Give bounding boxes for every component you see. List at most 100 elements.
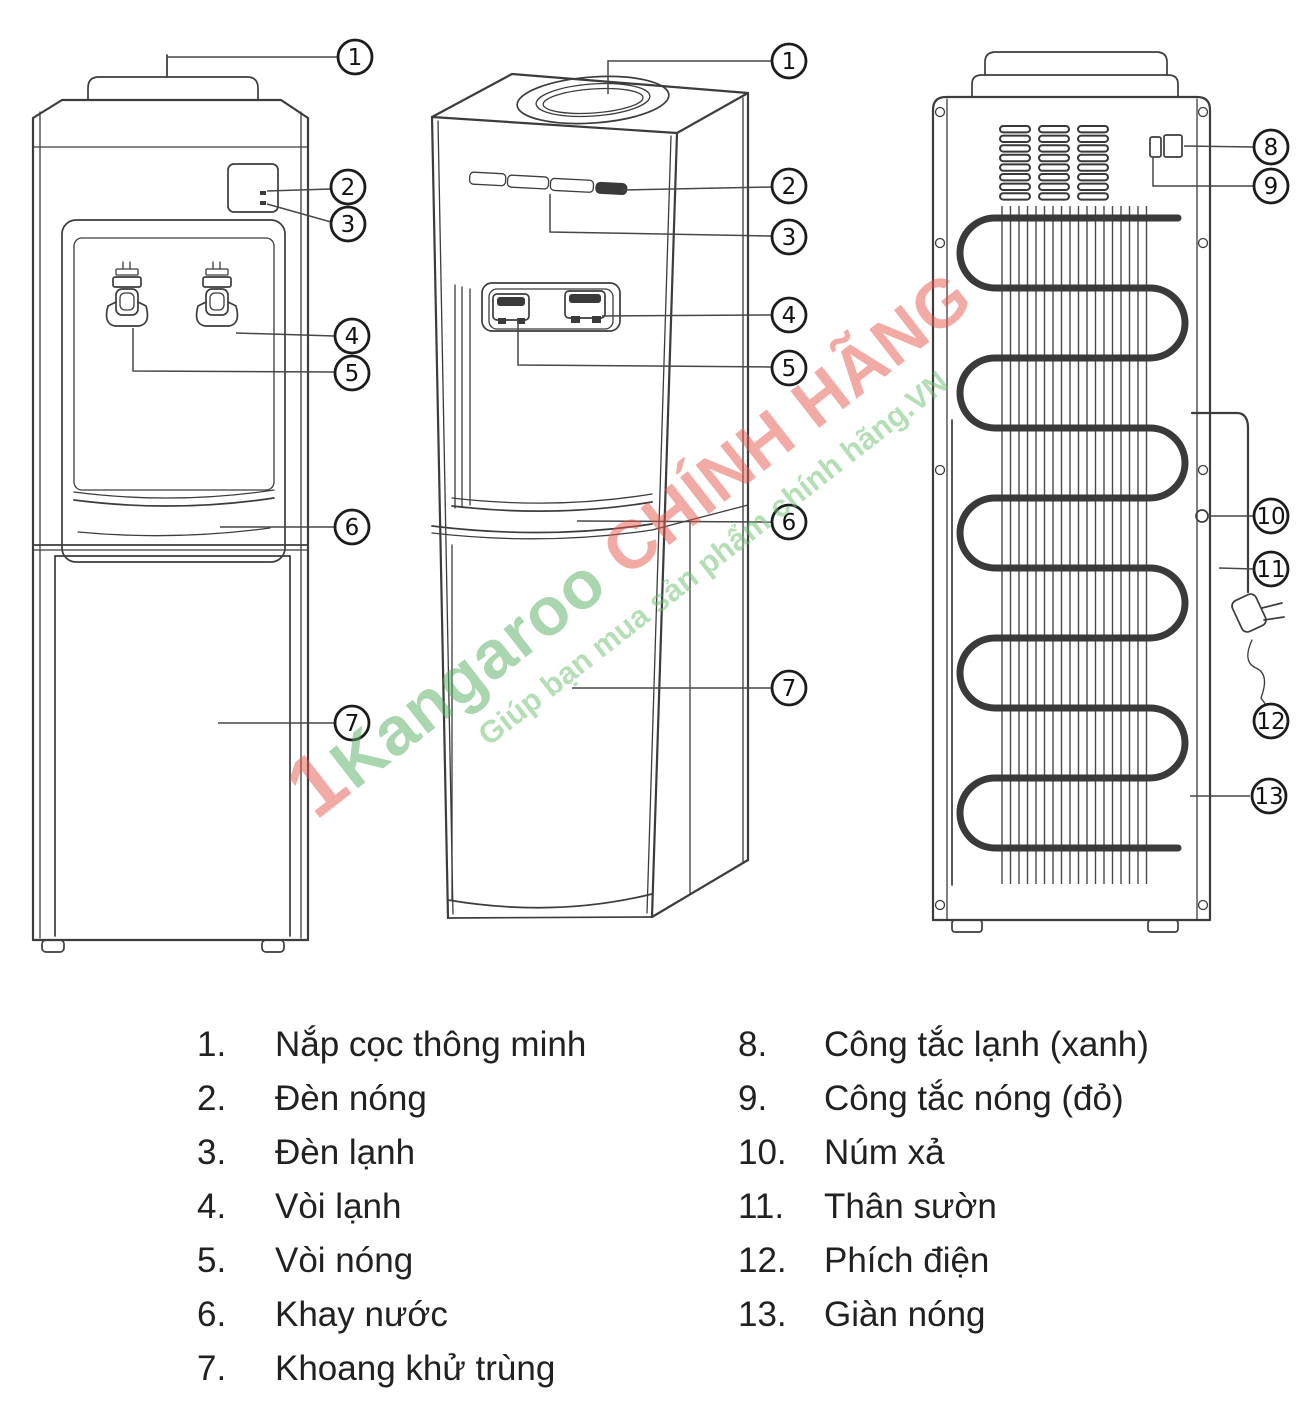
vent-slat	[1038, 144, 1070, 153]
legend-item: 4.Vòi lạnh	[197, 1180, 586, 1234]
cabinet-door-perspective[interactable]	[447, 544, 653, 909]
svg-text:7: 7	[345, 711, 360, 737]
callout-front-1: 1	[336, 38, 374, 76]
hot-lamp-icon	[260, 191, 266, 195]
vent-slat	[1077, 144, 1109, 153]
legend-col-right: 8.Công tắc lạnh (xanh)9.Công tắc nóng (đ…	[738, 1018, 1149, 1342]
vent-slat	[1077, 125, 1109, 134]
niche-inner	[73, 237, 275, 491]
callout-front-5: 5	[333, 354, 371, 392]
callout-middle-3: 3	[770, 218, 808, 256]
legend-item: 13.Giàn nóng	[738, 1288, 1149, 1342]
callout-front-4: 4	[333, 317, 371, 355]
vent-slat	[999, 192, 1031, 201]
vent-slat	[1077, 192, 1109, 201]
cold-tap-top[interactable]	[564, 290, 606, 323]
legend-number: 13.	[738, 1295, 787, 1334]
perspective-view	[430, 72, 750, 920]
top-face	[430, 72, 750, 135]
legend-item: 12. Phích điện	[738, 1234, 1149, 1288]
back-panel	[931, 95, 1212, 922]
front-view	[31, 54, 310, 953]
drain-knob[interactable]	[1195, 509, 1209, 523]
cold-tap[interactable]	[195, 261, 239, 327]
cold-switch[interactable]	[1149, 136, 1162, 158]
legend-item: 7.Khoang khử trùng	[197, 1342, 586, 1396]
svg-text:1: 1	[348, 45, 363, 71]
legend-number: 5.	[197, 1241, 227, 1280]
panel-frame	[227, 163, 279, 213]
legend-label: Khoang khử trùng	[275, 1349, 556, 1388]
legend-label: Đèn nóng	[275, 1079, 427, 1118]
callout-middle-6: 6	[770, 503, 808, 541]
legend-label: Vòi nóng	[275, 1241, 414, 1280]
svg-text:4: 4	[782, 303, 797, 329]
front-foot-left	[41, 939, 65, 953]
svg-text:2: 2	[782, 174, 797, 200]
callout-front-7: 7	[333, 704, 371, 742]
niche-outer	[61, 219, 286, 563]
dispenser-diagram: 1 2 3 4 5 6 7 1 2 3 4 5 6 7 8 9 10 11 12…	[31, 38, 1290, 953]
svg-text:11: 11	[1256, 557, 1285, 583]
cabinet-door[interactable]	[54, 555, 291, 937]
legend-number: 12.	[738, 1241, 787, 1280]
callout-middle-5: 5	[770, 349, 808, 387]
hot-switch[interactable]	[1163, 134, 1183, 158]
vent-slat	[1077, 153, 1109, 163]
drip-tray	[73, 489, 275, 537]
hot-tap-top[interactable]	[492, 293, 530, 324]
legend-label: Phích điện	[824, 1241, 990, 1280]
legend-label: Đèn lạnh	[275, 1133, 416, 1172]
svg-text:12: 12	[1256, 709, 1285, 735]
vent-slat	[999, 134, 1031, 144]
svg-text:6: 6	[345, 515, 360, 541]
callouts: 1 2 3 4 5 6 7 1 2 3 4 5 6 7 8 9 10 11 12…	[329, 38, 1290, 815]
back-view	[931, 51, 1285, 933]
back-foot-left	[951, 919, 983, 933]
callout-middle-4: 4	[770, 296, 808, 334]
vent-slat	[1038, 125, 1070, 134]
svg-text:9: 9	[1264, 174, 1279, 200]
vent-slat	[1038, 173, 1070, 182]
mid-divider-perspective	[431, 523, 653, 534]
svg-text:10: 10	[1256, 504, 1285, 530]
vent-slat	[999, 153, 1031, 163]
svg-text:5: 5	[345, 361, 360, 387]
legend-label: Vòi lạnh	[275, 1187, 402, 1226]
vent-slat	[1077, 134, 1109, 144]
callout-back-12: 12	[1252, 702, 1290, 740]
vent-slat	[999, 144, 1031, 153]
vent-slat	[1038, 163, 1070, 172]
body-edges	[430, 91, 750, 920]
legend-item: 1.Nắp cọc thông minh	[197, 1018, 586, 1072]
legend-item: 3. Đèn lạnh	[197, 1126, 586, 1180]
vent-slat	[1038, 134, 1070, 144]
svg-text:5: 5	[782, 356, 797, 382]
power-plug	[1231, 593, 1285, 699]
legend-label: Công tắc lạnh (xanh)	[824, 1025, 1149, 1064]
legend-number: 3.	[197, 1133, 227, 1172]
niche-hood-inner	[488, 288, 614, 330]
legend-number: 11.	[738, 1187, 785, 1226]
callout-front-6: 6	[333, 508, 371, 546]
svg-text:3: 3	[782, 225, 797, 251]
top-cap	[87, 76, 259, 101]
control-panel	[227, 163, 279, 213]
vent-slat	[1038, 182, 1070, 192]
hot-tap[interactable]	[105, 261, 149, 327]
vent-slat	[999, 125, 1031, 134]
legend-item: 2.Đèn nóng	[197, 1072, 586, 1126]
cold-lamp-icon	[260, 201, 266, 205]
callout-back-11: 11	[1252, 550, 1290, 588]
callout-middle-1: 1	[770, 42, 808, 80]
svg-text:2: 2	[341, 175, 356, 201]
callout-front-2: 2	[329, 168, 367, 206]
front-foot-right	[261, 939, 285, 953]
vent-grid	[999, 125, 1109, 201]
vent-slat	[1038, 153, 1070, 163]
svg-text:13: 13	[1254, 784, 1283, 810]
callout-middle-2: 2	[770, 167, 808, 205]
tray-edge	[451, 493, 653, 504]
svg-text:8: 8	[1264, 135, 1279, 161]
